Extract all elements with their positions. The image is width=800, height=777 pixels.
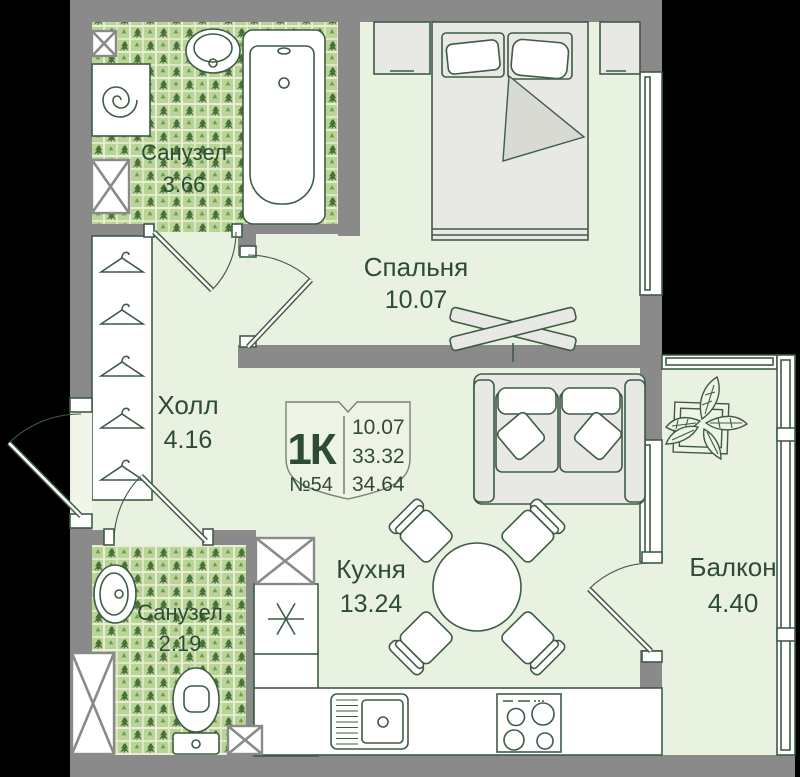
wall-bedroom-right-top [640, 0, 662, 72]
label-hall-area: 4.16 [164, 426, 213, 454]
entrance-threshold [72, 412, 92, 514]
shaft-icon [254, 536, 316, 586]
balcony-glazing-right [776, 354, 796, 756]
shaft-icon [70, 651, 116, 756]
label-bathroom-top-name: Санузел [141, 140, 227, 165]
dining-set [386, 496, 568, 678]
asterisk-icon [268, 603, 304, 635]
wall-bedroom-bottom [238, 345, 662, 368]
wall-bathroom-bedroom [338, 22, 360, 236]
label-bedroom-area: 10.07 [385, 286, 448, 314]
bathtub [242, 29, 326, 225]
bathroom-top-sink [185, 28, 241, 74]
label-bedroom-name: Спальня [364, 252, 468, 282]
sofa [473, 373, 646, 505]
wall-top [70, 0, 662, 22]
door-bedroom [239, 245, 314, 349]
tv-stand [449, 306, 577, 362]
sofa-pillow [573, 411, 623, 461]
label-kitchen-name: Кухня [336, 554, 406, 584]
badge-unit-number: №54 [289, 474, 333, 496]
wall-bathroom-bottom-top-left [70, 530, 112, 545]
nightstand-left [373, 21, 431, 75]
badge-type: 1К [287, 425, 336, 474]
bedroom-window [639, 71, 663, 296]
shaft-icon [90, 158, 131, 215]
door-bathroom-bottom [103, 474, 214, 546]
wall-bathroom-bottom-top-right [205, 530, 256, 545]
wall-bathroom-top-bottom [70, 224, 152, 236]
nightstand-right [599, 21, 641, 75]
shaft-icon [226, 724, 264, 756]
wardrobe [91, 235, 153, 501]
wall-left-upper [70, 0, 92, 412]
windows [639, 71, 796, 756]
label-bathroom-bottom-name: Санузел [137, 600, 223, 625]
balcony-glazing-top [661, 354, 778, 370]
wall-bathroom-bottom-right [246, 530, 256, 755]
badge-area-living: 33.32 [352, 445, 405, 468]
kitchen-counter [253, 687, 663, 756]
label-bathroom-top-area: 3.66 [163, 172, 206, 197]
stove [496, 693, 562, 753]
double-bed [431, 21, 589, 241]
pillow-left [441, 32, 505, 78]
pillow-right [507, 32, 573, 80]
wall-under-bathtub [256, 224, 338, 234]
blanket-fold [502, 74, 586, 162]
fridge [253, 583, 319, 655]
label-balcony-area: 4.40 [708, 588, 759, 618]
dining-table [432, 542, 522, 632]
kitchen-sink [330, 693, 409, 750]
door-bathroom-top [143, 223, 243, 292]
shaft-icon [90, 29, 118, 58]
door-balcony [587, 551, 663, 663]
walls [70, 0, 795, 777]
potted-plant [664, 375, 749, 461]
door-entrance [7, 397, 93, 529]
wall-bottom [70, 755, 795, 777]
wall-bedroom-right-bottom [640, 295, 662, 355]
room-labels: Санузел 3.66 Спальня 10.07 Холл 4.16 Кух… [137, 140, 776, 656]
label-balcony-name: Балкон [689, 552, 776, 582]
unit-badge: 1К №54 10.07 33.32 34.64 [285, 401, 411, 500]
doors [7, 223, 663, 663]
label-kitchen-area: 13.24 [340, 590, 403, 618]
badge-shield [285, 401, 411, 500]
label-hall-name: Холл [157, 390, 218, 420]
bathroom-bottom-sink [93, 564, 137, 624]
badge-area-total: 34.64 [352, 473, 405, 496]
washing-machine [91, 63, 151, 137]
label-bathroom-bottom-area: 2.19 [159, 631, 202, 656]
sofa-pillow [496, 411, 546, 461]
toilet [172, 667, 220, 755]
badge-area-room: 10.07 [352, 416, 405, 439]
vent-shafts [70, 29, 316, 756]
